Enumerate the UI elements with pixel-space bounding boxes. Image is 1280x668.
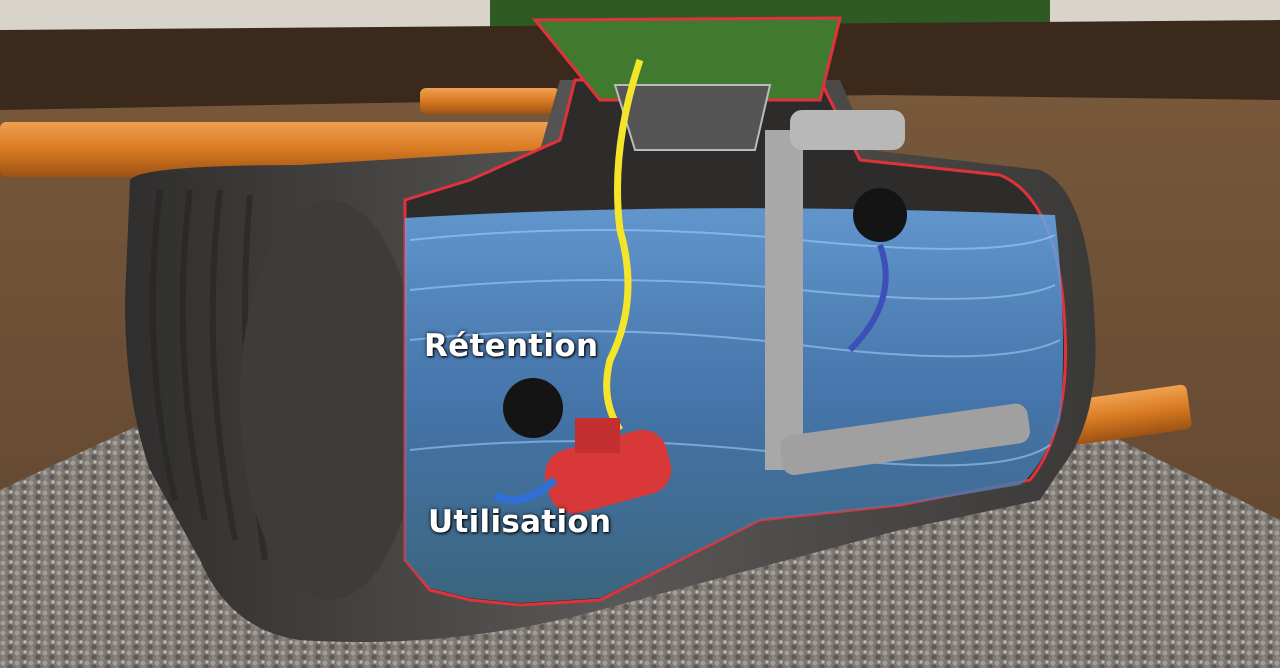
float-hose — [847, 243, 889, 353]
label-retention: Rétention — [424, 328, 599, 364]
upper-pipe — [420, 88, 560, 114]
overflow-pipe — [765, 130, 803, 470]
overflow-elbow — [790, 110, 905, 150]
green-lid — [531, 16, 842, 102]
label-utilisation: Utilisation — [428, 504, 612, 540]
filter-basket — [613, 84, 772, 151]
suction-hose — [492, 476, 558, 504]
float-ball-lower — [503, 378, 563, 438]
float-ball-upper — [853, 188, 907, 242]
pump-cable — [603, 58, 644, 432]
tank-end-dome — [240, 200, 420, 600]
pump-controller — [575, 418, 620, 453]
bottom-pipe — [779, 403, 1030, 475]
